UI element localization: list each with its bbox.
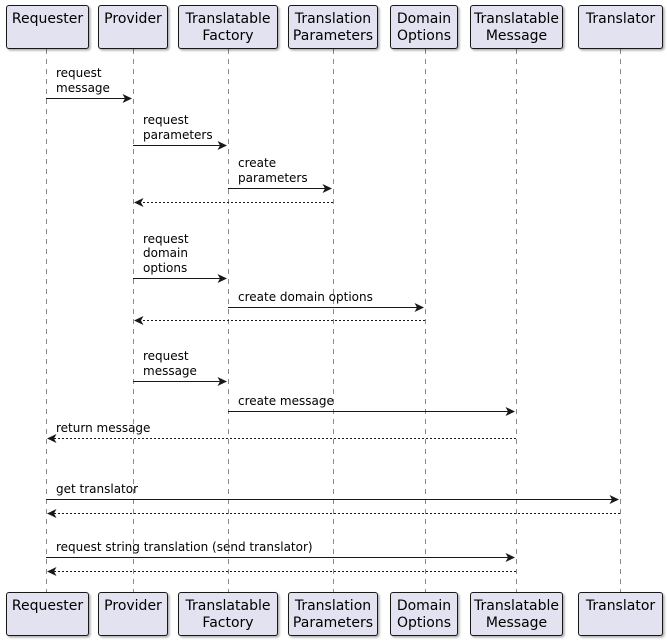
arrowhead-icon bbox=[134, 198, 144, 207]
return-message-arrow bbox=[134, 316, 425, 325]
message-label: request string translation (send transla… bbox=[56, 539, 313, 554]
participant-box: Domain Options bbox=[390, 5, 458, 49]
arrowhead-icon bbox=[414, 303, 424, 312]
participant-box: Translatable Factory bbox=[178, 5, 278, 49]
return-message-arrow bbox=[134, 198, 333, 207]
message-label: get translator bbox=[56, 481, 139, 496]
arrowhead-icon bbox=[505, 407, 515, 416]
participant-box: Provider bbox=[98, 592, 168, 636]
arrowhead-icon bbox=[47, 509, 57, 518]
return-message-arrow bbox=[47, 567, 516, 576]
arrowhead-icon bbox=[122, 94, 132, 103]
arrowhead-icon bbox=[609, 495, 619, 504]
participant-box: Requester bbox=[6, 592, 89, 636]
participant-box: Translation Parameters bbox=[288, 592, 378, 636]
message-arrow bbox=[46, 553, 515, 562]
message-arrow bbox=[228, 407, 515, 416]
message-label: create domain options bbox=[238, 289, 373, 304]
return-message-arrow bbox=[47, 434, 516, 443]
message-label: request message bbox=[143, 349, 197, 378]
participant-box: Domain Options bbox=[390, 592, 458, 636]
return-message-arrow bbox=[47, 509, 620, 518]
message-arrow bbox=[228, 184, 332, 193]
arrowhead-icon bbox=[47, 567, 57, 576]
arrowhead-icon bbox=[217, 377, 227, 386]
participant-box: Requester bbox=[6, 5, 89, 49]
message-arrow bbox=[133, 141, 227, 150]
message-label: create parameters bbox=[238, 156, 308, 185]
message-arrow bbox=[46, 495, 619, 504]
message-label: return message bbox=[56, 420, 151, 435]
message-label: request parameters bbox=[143, 113, 213, 142]
participant-box: Provider bbox=[98, 5, 168, 49]
message-arrow bbox=[46, 94, 132, 103]
participant-box: Translatable Factory bbox=[178, 592, 278, 636]
arrowhead-icon bbox=[217, 141, 227, 150]
arrowhead-icon bbox=[505, 553, 515, 562]
message-label: create message bbox=[238, 393, 334, 408]
message-label: request message bbox=[56, 66, 110, 95]
message-arrow bbox=[133, 274, 227, 283]
arrowhead-icon bbox=[217, 274, 227, 283]
arrowhead-icon bbox=[322, 184, 332, 193]
message-arrow bbox=[133, 377, 227, 386]
arrowhead-icon bbox=[134, 316, 144, 325]
message-arrow bbox=[228, 303, 424, 312]
participant-box: Translator bbox=[578, 592, 663, 636]
participant-box: Translation Parameters bbox=[288, 5, 378, 49]
participant-box: Translator bbox=[578, 5, 663, 49]
message-label: request domain options bbox=[143, 231, 189, 275]
participant-box: Translatable Message bbox=[470, 5, 563, 49]
participant-box: Translatable Message bbox=[470, 592, 563, 636]
arrowhead-icon bbox=[47, 434, 57, 443]
